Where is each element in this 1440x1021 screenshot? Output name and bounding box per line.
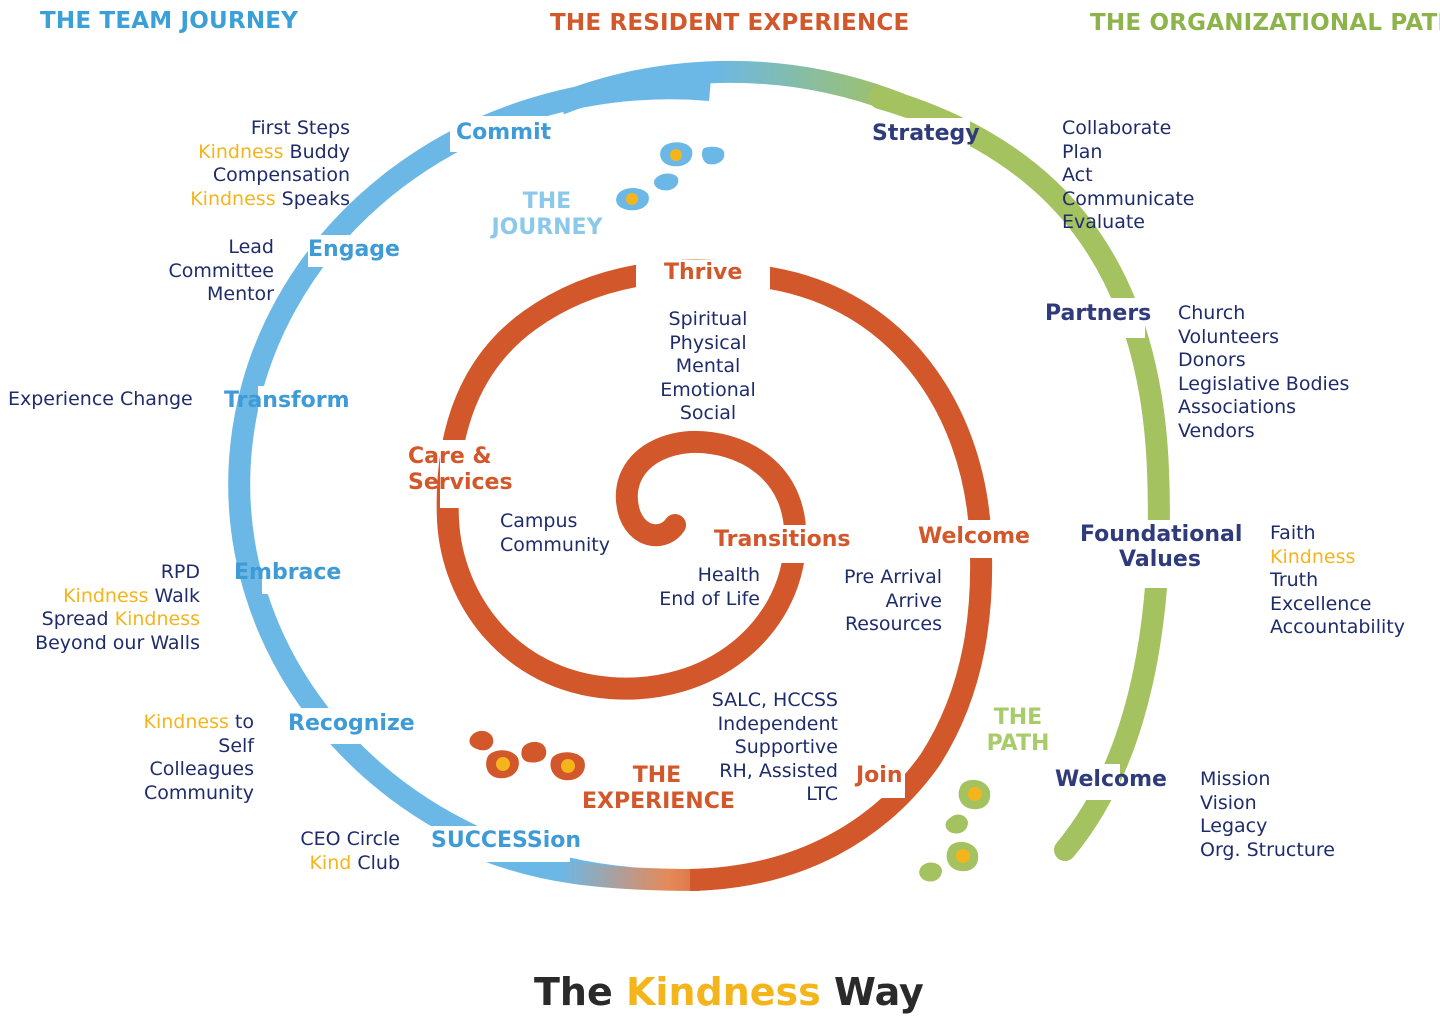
list-item: Plan <box>1062 140 1103 163</box>
list-item: Resources <box>844 613 942 635</box>
recognize-list: Kindness to Self Colleagues Community <box>144 711 255 805</box>
list-item: Pre Arrival <box>844 566 942 588</box>
list-item: Collaborate <box>1062 117 1172 139</box>
org-path-ring <box>869 87 1170 861</box>
resident-outer-arc <box>689 267 993 891</box>
list-item: Kind Club <box>309 851 400 874</box>
stage-recognize: Recognize <box>288 711 415 736</box>
list-item: Kindness to <box>143 711 255 733</box>
footprints-icon <box>469 730 585 781</box>
stage-care-services: Care & Services <box>408 444 513 495</box>
list-item: Act <box>1062 164 1093 186</box>
the-experience-label: THE EXPERIENCE <box>582 763 735 814</box>
stage-succession: SUCCESSion <box>431 828 582 853</box>
list-item: Truth <box>1270 569 1319 591</box>
stage-engage: Engage <box>308 237 400 262</box>
partners-list: Church Volunteers Donors Legislative Bod… <box>1178 302 1349 443</box>
transitions-list: Health End of Life <box>659 564 760 611</box>
join-list: SALC, HCCSS Independent Supportive RH, A… <box>712 689 838 807</box>
ring-top-blend <box>555 60 905 115</box>
list-item: Legacy <box>1200 815 1268 837</box>
list-item: Associations <box>1178 396 1297 418</box>
list-item: Excellence <box>1270 592 1372 615</box>
list-item: Kindness Walk <box>63 584 200 607</box>
list-item: RPD <box>160 561 200 583</box>
team-journey-header: THE TEAM JOURNEY <box>40 8 299 34</box>
the-journey-label: THE JOURNEY <box>491 189 603 240</box>
stage-partners: Partners <box>1045 301 1152 326</box>
list-item: Health <box>697 564 760 586</box>
list-item: Committee <box>168 259 274 282</box>
organizational-path-header: THE ORGANIZATIONAL PATH <box>1090 10 1440 36</box>
list-item: End of Life <box>659 587 760 610</box>
list-item: Compensation <box>212 164 350 186</box>
the-path-label: THE PATH <box>986 705 1050 756</box>
list-item: Colleagues <box>149 758 254 780</box>
list-item: Mission <box>1200 768 1271 790</box>
stage-embrace: Embrace <box>234 560 342 585</box>
list-item: Kindness Buddy <box>198 140 350 163</box>
stage-thrive: Thrive <box>664 260 743 285</box>
list-item: First Steps <box>250 117 350 139</box>
list-item: Donors <box>1178 349 1246 371</box>
footprints-icon <box>616 142 725 211</box>
list-item: Spiritual <box>668 308 748 330</box>
engage-list: Lead Committee Mentor <box>169 236 274 307</box>
list-item: Self <box>218 734 254 757</box>
list-item: Mentor <box>206 283 274 305</box>
list-item: Kindness <box>1270 545 1356 568</box>
list-item: Kindness Speaks <box>190 187 350 210</box>
list-item: Vision <box>1200 791 1257 814</box>
list-item: Community <box>500 533 610 556</box>
list-item: Accountability <box>1270 616 1405 638</box>
stage-resident-welcome: Welcome <box>918 524 1030 549</box>
list-item: Beyond our Walls <box>35 631 200 654</box>
strategy-list: Collaborate Plan Act Communicate Evaluat… <box>1062 117 1195 235</box>
list-item: SALC, HCCSS <box>711 689 838 711</box>
list-item: Legislative Bodies <box>1178 372 1350 395</box>
list-item: Org. Structure <box>1200 838 1335 861</box>
stage-transform: Transform <box>224 388 350 413</box>
footer-title: The Kindness Way <box>534 970 924 1014</box>
list-item: Campus <box>500 510 578 532</box>
list-item: Spread Kindness <box>41 608 200 630</box>
resident-spiral <box>436 259 807 700</box>
org-welcome-list: Mission Vision Legacy Org. Structure <box>1200 768 1335 862</box>
commit-list: First Steps Kindness Buddy Compensation … <box>190 117 350 211</box>
embrace-list: RPD Kindness Walk Spread Kindness Beyond… <box>35 561 200 655</box>
list-item: Evaluate <box>1062 211 1145 233</box>
list-item: Faith <box>1270 522 1316 544</box>
list-item: Supportive <box>734 736 838 758</box>
list-item: RH, Assisted <box>719 759 838 782</box>
list-item: Volunteers <box>1178 325 1280 348</box>
list-item: Social <box>679 402 737 424</box>
list-item: Community <box>144 781 254 804</box>
list-item: Physical <box>669 331 747 354</box>
list-item: CEO Circle <box>300 828 400 850</box>
stage-commit: Commit <box>456 120 552 145</box>
resident-experience-header: THE RESIDENT EXPERIENCE <box>550 10 910 36</box>
list-item: Independent <box>717 712 838 735</box>
thrive-list: Spiritual Physical Mental Emotional Soci… <box>648 308 768 426</box>
list-item: Lead <box>228 236 274 258</box>
resident-welcome-list: Pre Arrival Arrive Resources <box>844 566 942 637</box>
stage-join: Join <box>856 763 903 788</box>
list-item: Vendors <box>1178 419 1255 442</box>
list-item: LTC <box>806 783 838 805</box>
values-list: Faith Kindness Truth Excellence Accounta… <box>1270 522 1405 640</box>
list-item: Church <box>1178 302 1246 324</box>
footprints-icon <box>919 779 991 882</box>
list-item: Emotional <box>660 378 756 401</box>
stage-strategy: Strategy <box>872 121 980 146</box>
list-item: Arrive <box>885 589 943 612</box>
stage-transitions: Transitions <box>714 527 851 552</box>
stage-foundational-values: Foundational Values <box>1080 522 1243 572</box>
care-list: Campus Community <box>500 510 610 557</box>
stage-org-welcome: Welcome <box>1055 767 1167 792</box>
list-item: Mental <box>675 355 741 377</box>
transform-list: Experience Change <box>8 388 193 410</box>
list-item: Communicate <box>1062 187 1195 210</box>
succession-list: CEO Circle Kind Club <box>300 828 400 875</box>
